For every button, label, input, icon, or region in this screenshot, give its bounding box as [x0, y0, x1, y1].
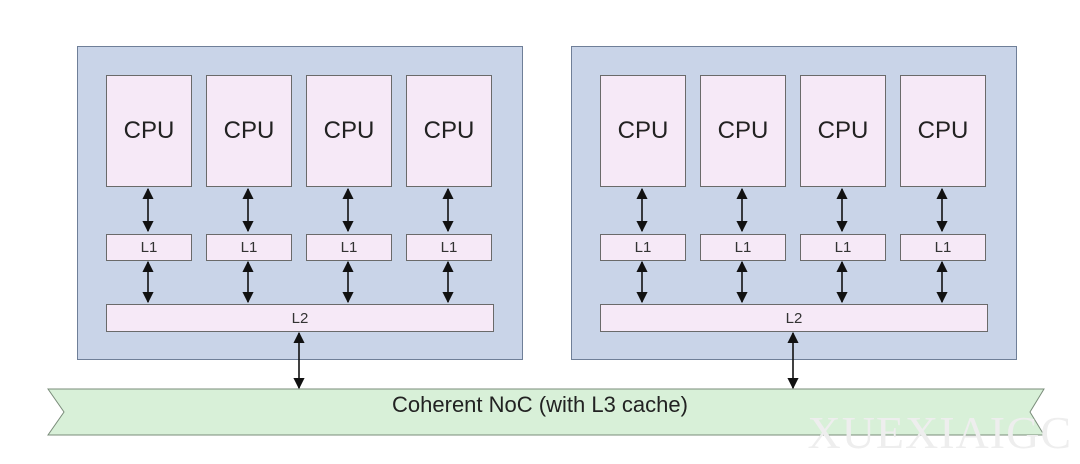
l2-cache: L2	[106, 304, 494, 332]
cpu-box: CPU	[306, 75, 392, 187]
l1-cache: L1	[600, 234, 686, 261]
l1-cache: L1	[106, 234, 192, 261]
cpu-box: CPU	[106, 75, 192, 187]
cpu-box: CPU	[406, 75, 492, 187]
watermark: XUEXIAIGC	[807, 407, 1072, 458]
cpu-box: CPU	[700, 75, 786, 187]
l1-cache: L1	[306, 234, 392, 261]
cpu-box: CPU	[800, 75, 886, 187]
l1-cache: L1	[800, 234, 886, 261]
l1-cache: L1	[206, 234, 292, 261]
cpu-box: CPU	[900, 75, 986, 187]
l1-cache: L1	[406, 234, 492, 261]
cpu-box: CPU	[206, 75, 292, 187]
l2-cache: L2	[600, 304, 988, 332]
l1-cache: L1	[700, 234, 786, 261]
noc-label: Coherent NoC (with L3 cache)	[392, 392, 688, 417]
cpu-box: CPU	[600, 75, 686, 187]
l1-cache: L1	[900, 234, 986, 261]
